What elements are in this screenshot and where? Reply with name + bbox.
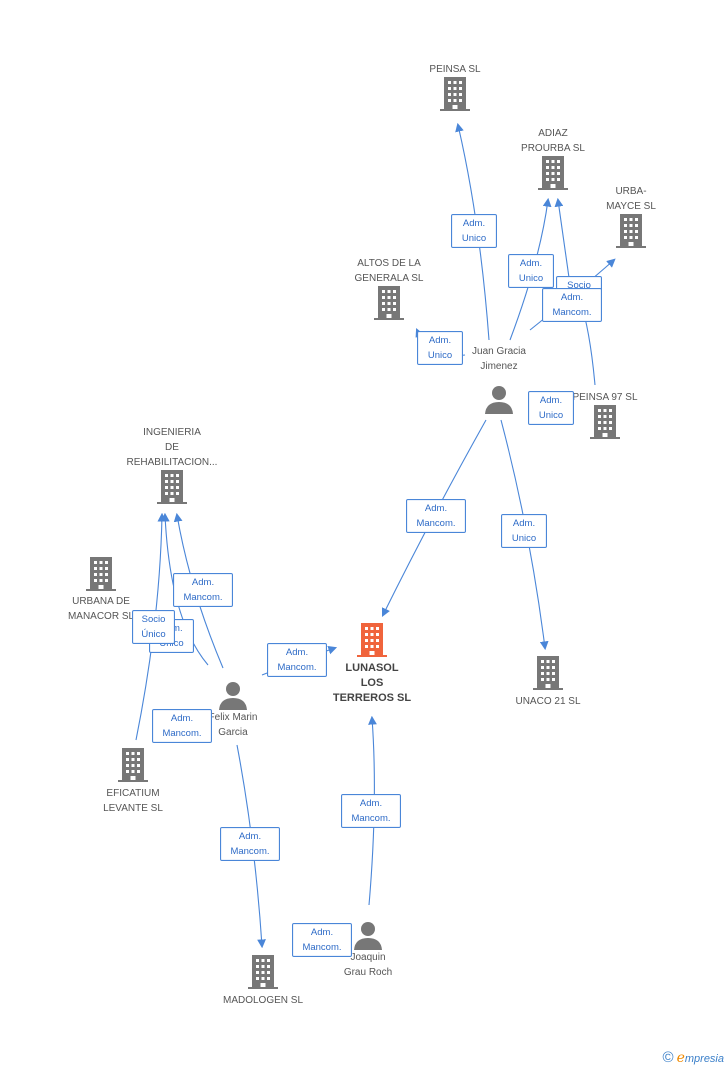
edge-label[interactable]: Socio Único bbox=[132, 610, 175, 644]
person-icon bbox=[219, 682, 247, 710]
company-node-unaco-21[interactable]: UNACO 21 SL bbox=[503, 656, 593, 709]
edge-label[interactable]: Adm. Unico bbox=[528, 391, 574, 425]
building-icon bbox=[374, 286, 404, 320]
company-label: MADOLOGEN SL bbox=[222, 995, 304, 1006]
person-icon bbox=[485, 386, 513, 414]
company-label: INGENIERIA DE REHABILITACION... bbox=[126, 427, 218, 468]
person-label: Felix Marin Garcia bbox=[208, 712, 258, 738]
company-label: URBANA DE MANACOR SL bbox=[67, 596, 135, 622]
person-label: Juan Gracia Jimenez bbox=[472, 346, 526, 372]
company-node-ingenieria[interactable]: INGENIERIA DE REHABILITACION... bbox=[112, 425, 232, 504]
edge-label[interactable]: Adm. Mancom. bbox=[220, 827, 280, 861]
edge-label[interactable]: Adm. Mancom. bbox=[292, 923, 352, 957]
edge-label[interactable]: Adm. Unico bbox=[508, 254, 554, 288]
person-icon bbox=[354, 922, 382, 950]
company-node-madologen[interactable]: MADOLOGEN SL bbox=[218, 955, 308, 1008]
edge-label[interactable]: Adm. Unico bbox=[451, 214, 497, 248]
company-node-altos-generala[interactable]: ALTOS DE LA GENERALA SL bbox=[344, 256, 434, 320]
company-node-lunasol-main[interactable]: LUNASOL LOS TERREROS SL bbox=[322, 623, 422, 706]
company-node-peinsa-97[interactable]: PEINSA 97 SL bbox=[560, 390, 650, 439]
company-label: EFICATIUM LEVANTE SL bbox=[103, 788, 163, 814]
company-label: PEINSA SL bbox=[429, 64, 481, 75]
person-label: Joaquin Grau Roch bbox=[343, 952, 393, 978]
company-node-urbana-manacor[interactable]: URBANA DE MANACOR SL bbox=[56, 557, 146, 624]
person-node-joaquin-grau[interactable]: Joaquin Grau Roch bbox=[323, 920, 413, 980]
building-icon bbox=[157, 470, 187, 504]
company-node-adiaz[interactable]: ADIAZ PROURBA SL bbox=[508, 126, 598, 190]
company-label: ADIAZ PROURBA SL bbox=[521, 128, 585, 154]
building-icon bbox=[357, 623, 387, 657]
company-node-urba-mayce[interactable]: URBA- MAYCE SL bbox=[586, 184, 676, 248]
building-icon bbox=[616, 214, 646, 248]
company-label: URBA- MAYCE SL bbox=[606, 186, 656, 212]
person-node-felix-marin[interactable]: Felix Marin Garcia bbox=[188, 680, 278, 740]
building-icon bbox=[248, 955, 278, 989]
person-node-juan-gracia[interactable]: Juan Gracia Jimenez bbox=[454, 344, 544, 414]
edge-label[interactable]: Adm. Mancom. bbox=[173, 573, 233, 607]
company-label: ALTOS DE LA GENERALA SL bbox=[354, 258, 424, 284]
building-icon bbox=[86, 557, 116, 591]
building-icon bbox=[118, 748, 148, 782]
company-node-eficatium[interactable]: EFICATIUM LEVANTE SL bbox=[88, 748, 178, 816]
building-icon bbox=[538, 156, 568, 190]
footer-brand[interactable]: © empresia bbox=[662, 1049, 724, 1066]
company-node-peinsa[interactable]: PEINSA SL bbox=[410, 62, 500, 111]
brand-logo-text: mpresia bbox=[684, 1053, 724, 1065]
edge-label[interactable]: Adm. Mancom. bbox=[406, 499, 466, 533]
copyright-icon: © bbox=[662, 1049, 674, 1066]
edge-label[interactable]: Adm. Unico bbox=[417, 331, 463, 365]
building-icon bbox=[440, 77, 470, 111]
edge-label[interactable]: Adm. Unico bbox=[501, 514, 547, 548]
brand-logo-initial: e bbox=[676, 1050, 685, 1066]
company-label: PEINSA 97 SL bbox=[572, 392, 638, 403]
edge-label[interactable]: Adm. Mancom. bbox=[341, 794, 401, 828]
building-icon bbox=[533, 656, 563, 690]
edge-label[interactable]: Adm. Mancom. bbox=[152, 709, 212, 743]
company-label: LUNASOL LOS TERREROS SL bbox=[332, 662, 412, 704]
company-label: UNACO 21 SL bbox=[515, 696, 581, 707]
edge-label[interactable]: Adm. Mancom. bbox=[542, 288, 602, 322]
edge-label[interactable]: Adm. Mancom. bbox=[267, 643, 327, 677]
building-icon bbox=[590, 405, 620, 439]
